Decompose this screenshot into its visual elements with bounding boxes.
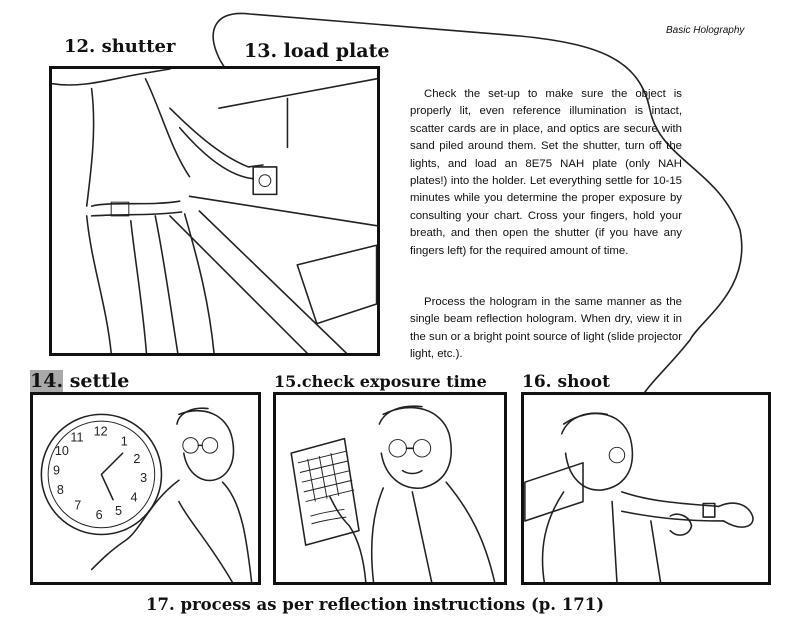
step-13-heading: 13. load plate bbox=[244, 40, 390, 62]
panel-check-exposure bbox=[273, 392, 507, 585]
clock-numeral: 2 bbox=[133, 452, 140, 466]
illustration-man-checking-watch bbox=[524, 412, 754, 582]
step-17-caption: 17. process as per reflection instructio… bbox=[146, 595, 605, 614]
step-14-word: settle bbox=[69, 370, 130, 392]
instructions-paragraph-2: Process the hologram in the same manner … bbox=[410, 296, 682, 361]
clock-numeral: 5 bbox=[115, 504, 122, 518]
clock-numeral: 4 bbox=[130, 491, 137, 505]
watch-icon bbox=[702, 502, 716, 518]
clock-numeral: 7 bbox=[74, 498, 81, 512]
instructions-paragraph-1: Check the set-up to make sure the object… bbox=[410, 88, 682, 257]
clock-numeral: 3 bbox=[140, 471, 147, 485]
clock-numeral: 6 bbox=[96, 508, 103, 522]
clock-numeral: 12 bbox=[94, 425, 108, 439]
illustration-man-reading-chart bbox=[290, 405, 496, 582]
clock-numeral: 1 bbox=[121, 434, 128, 448]
panel-shutter-load-plate bbox=[49, 66, 380, 356]
illustration-man-with-shutter bbox=[52, 69, 377, 353]
exposure-chart bbox=[290, 437, 360, 546]
clock-numeral: 10 bbox=[55, 444, 69, 458]
clock-numeral: 11 bbox=[70, 431, 83, 445]
clock-icon bbox=[40, 413, 163, 536]
step-14-number: 14. bbox=[30, 370, 64, 392]
panel-settle: 12 1 2 3 4 5 6 7 8 9 10 11 bbox=[30, 392, 261, 585]
clock-numeral: 8 bbox=[57, 483, 64, 497]
panel-shoot bbox=[521, 392, 771, 585]
clock-numeral: 9 bbox=[53, 463, 60, 477]
illustration-man-looking-at-clock: 12 1 2 3 4 5 6 7 8 9 10 11 bbox=[40, 407, 253, 582]
step-15-heading: 15.check exposure time bbox=[274, 372, 487, 391]
step-14-heading: 14. settle bbox=[30, 370, 129, 392]
instructions-block: Check the set-up to make sure the object… bbox=[410, 86, 682, 364]
step-12-heading: 12. shutter bbox=[64, 36, 176, 57]
running-header: Basic Holography bbox=[666, 25, 745, 36]
step-16-heading: 16. shoot bbox=[522, 372, 610, 392]
